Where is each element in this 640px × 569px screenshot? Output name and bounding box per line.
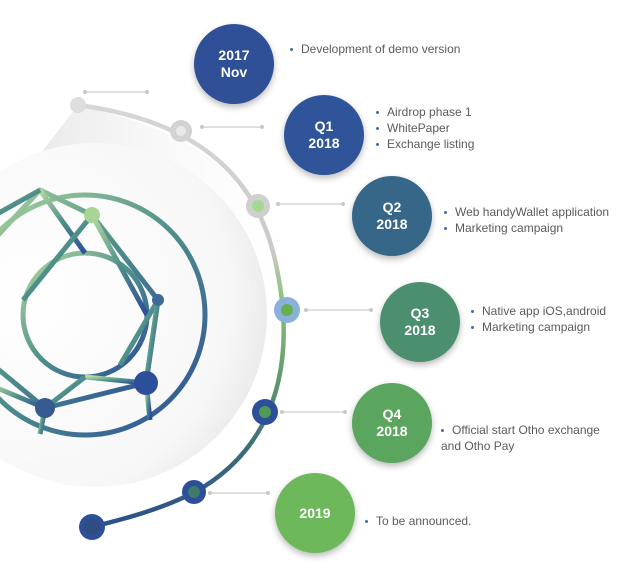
note-item: Marketing campaign <box>444 220 609 236</box>
note-item: Marketing campaign <box>471 319 606 335</box>
note-item: To be announced. <box>365 513 471 529</box>
arc-nodes <box>70 97 300 540</box>
milestone-line2: 2018 <box>308 135 340 151</box>
note-item: Native app iOS,android <box>471 303 606 319</box>
milestone-line1: 2019 <box>299 504 331 521</box>
milestone-line1: 2017 <box>218 47 250 63</box>
milestone-line1: Q1 <box>314 118 334 134</box>
milestone-notes-q3-2018: Native app iOS,android Marketing campaig… <box>471 303 606 335</box>
note-item: Exchange listing <box>376 136 474 152</box>
note-item: WhitePaper <box>376 120 474 136</box>
note-item: Web handyWallet application <box>444 204 609 220</box>
milestone-q4-2018: Q4 2018 <box>352 383 432 463</box>
milestone-line1: Q2 <box>382 199 402 215</box>
milestone-q2-2018: Q2 2018 <box>352 176 432 256</box>
milestone-line2: 2018 <box>376 216 408 232</box>
note-item: Development of demo version <box>290 41 460 57</box>
milestone-notes-q2-2018: Web handyWallet application Marketing ca… <box>444 204 609 236</box>
milestone-line2: 2018 <box>376 423 408 439</box>
milestone-line1: Q3 <box>410 305 430 321</box>
note-item-continued: and Otho Pay <box>441 439 515 453</box>
milestone-q3-2018: Q3 2018 <box>380 282 460 362</box>
milestone-notes-q4-2018: Official start Otho exchange and Otho Pa… <box>441 422 600 454</box>
milestone-2017-nov: 2017 Nov <box>194 24 274 104</box>
milestone-line2: 2018 <box>404 322 436 338</box>
connector-lines <box>85 91 371 494</box>
timeline-arc <box>75 102 286 530</box>
milestone-line2: Nov <box>220 64 248 80</box>
milestone-notes-2017-nov: Development of demo version <box>290 41 460 57</box>
gem-logo-icon <box>0 187 208 438</box>
milestone-q1-2018: Q1 2018 <box>284 95 364 175</box>
note-item: Airdrop phase 1 <box>376 104 474 120</box>
milestone-notes-q1-2018: Airdrop phase 1 WhitePaper Exchange list… <box>376 104 474 152</box>
milestone-2019: 2019 <box>275 473 355 553</box>
milestone-notes-2019: To be announced. <box>365 513 471 529</box>
arc-node-start <box>70 97 86 113</box>
note-item: Official start Otho exchange <box>441 422 600 438</box>
milestone-line1: Q4 <box>382 406 402 422</box>
